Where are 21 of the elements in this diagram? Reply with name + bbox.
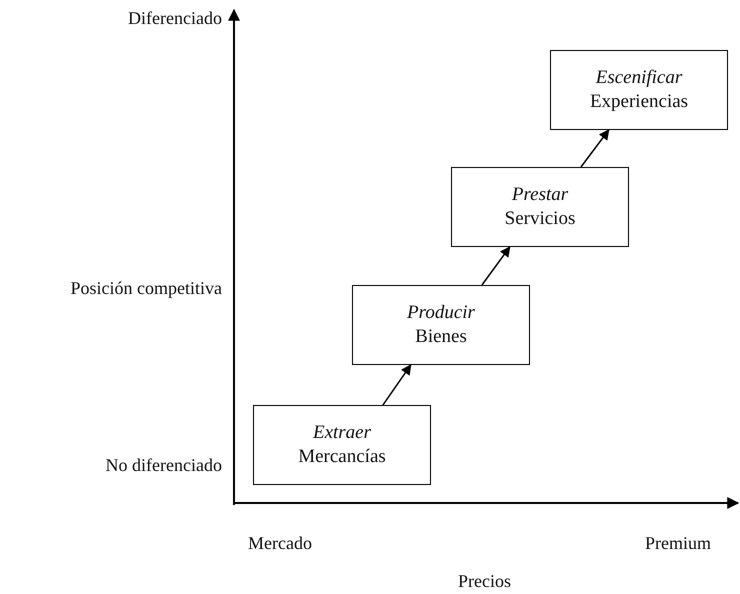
action-verb: Producir	[407, 301, 475, 325]
axis-tick-label: Diferenciado	[128, 8, 222, 29]
stage-box	[550, 50, 728, 130]
arrow	[580, 129, 610, 168]
axis-tick-label: No diferenciado	[106, 455, 222, 476]
axis-tick-label: Premium	[645, 533, 711, 554]
axis-title: Precios	[458, 571, 511, 592]
stage-box	[451, 167, 629, 247]
arrow	[382, 364, 412, 406]
axis-title: Posición competitiva	[70, 278, 222, 299]
stage-box	[253, 405, 431, 485]
stage-box	[352, 285, 530, 365]
action-verb: Escenificar	[596, 66, 682, 90]
offering-name: Experiencias	[590, 90, 688, 114]
offering-name: Mercancías	[298, 445, 386, 469]
action-verb: Extraer	[312, 421, 372, 445]
axis-tick-label: Mercado	[248, 533, 312, 554]
arrow	[481, 246, 510, 286]
action-verb: Prestar	[512, 183, 568, 207]
offering-name: Servicios	[504, 207, 576, 231]
offering-name: Bienes	[415, 325, 467, 349]
